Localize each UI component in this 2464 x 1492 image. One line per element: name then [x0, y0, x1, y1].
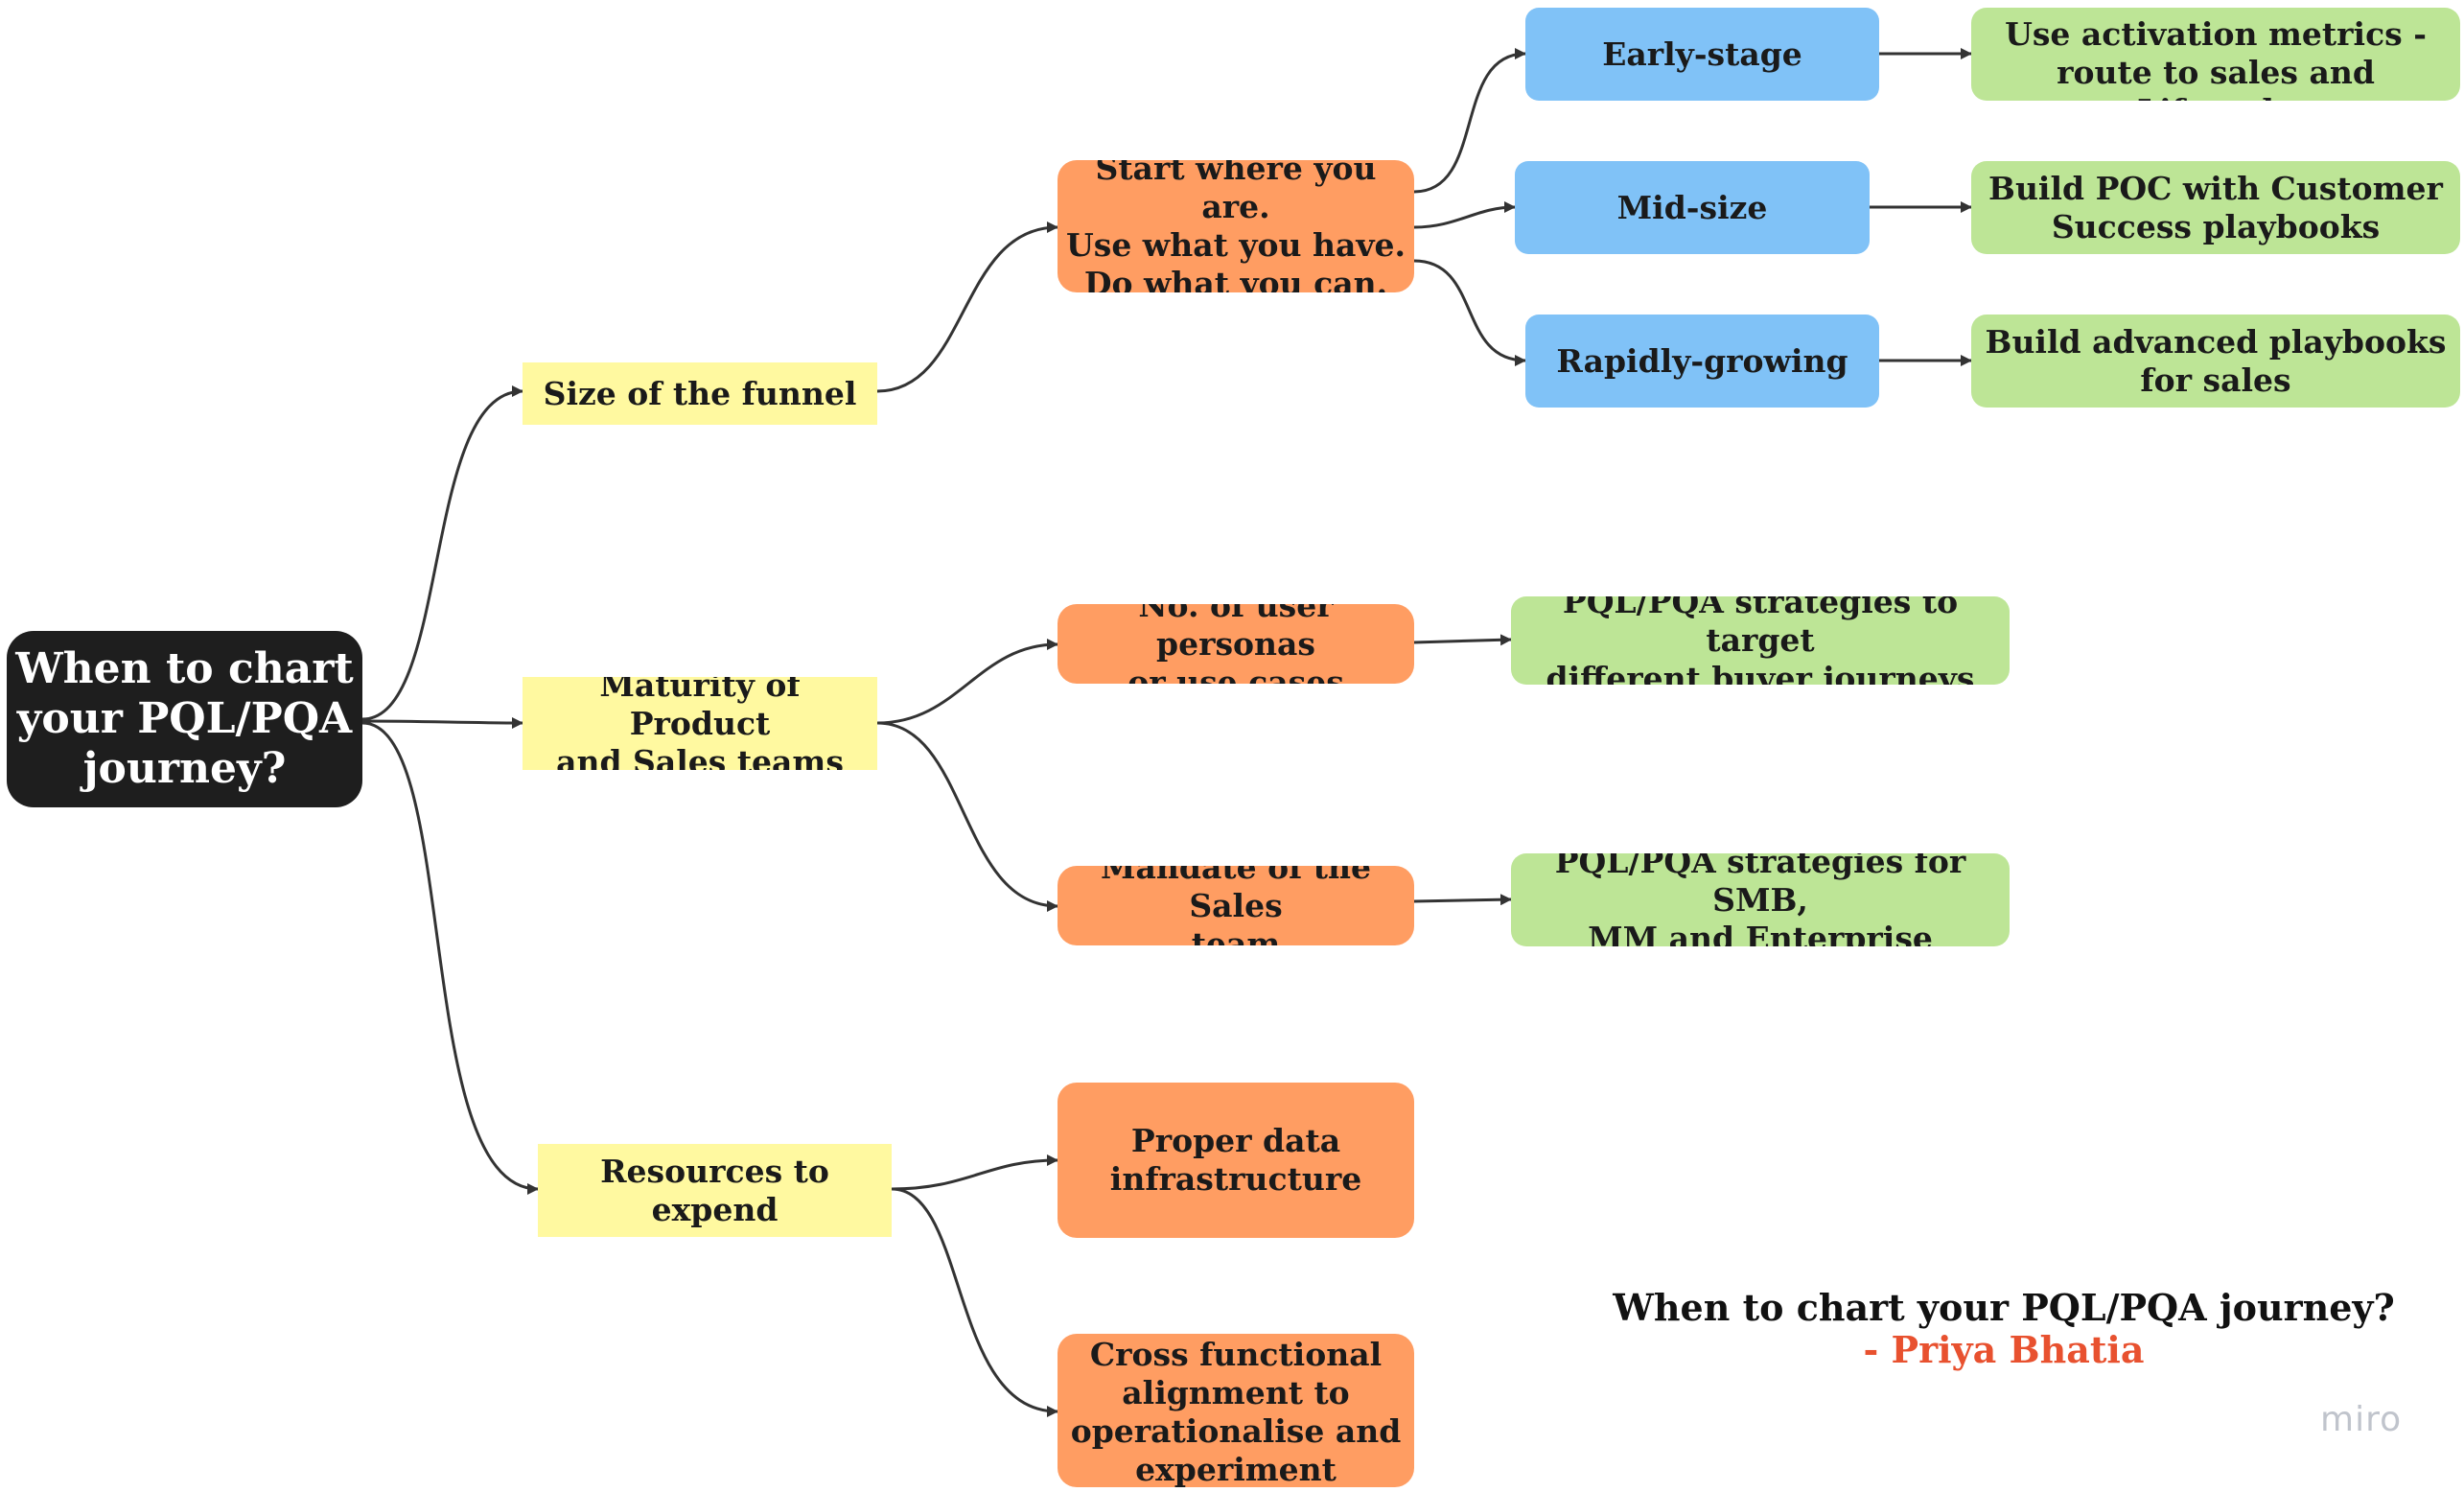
connector-maturity-mandate — [876, 721, 1058, 912]
miro-logo: miro — [2320, 1400, 2403, 1439]
connector-maturity-personas — [876, 639, 1058, 725]
sales-mandate-node: Mandate of the Sales team — [1058, 866, 1414, 945]
caption-author: - Priya Bhatia — [1863, 1328, 2145, 1371]
funnel-size-node: Size of the funnel — [523, 362, 877, 425]
caption: When to chart your PQL/PQA journey? - Pr… — [1592, 1287, 2416, 1371]
user-personas-node: No. of user personas or use cases — [1058, 604, 1414, 684]
connector-resources-datainfra — [891, 1154, 1058, 1191]
connector-root-maturity — [361, 716, 523, 729]
connector-mandate-outcome — [1413, 894, 1512, 906]
start-where-you-are-node: Start where you are. Use what you have. … — [1058, 160, 1414, 292]
cross-functional-alignment-node: Cross functional alignment to operationa… — [1058, 1334, 1414, 1487]
maturity-node: Maturity of Product and Sales teams — [523, 677, 877, 770]
rapidly-growing-node: Rapidly-growing — [1525, 315, 1879, 408]
rapidly-growing-outcome-node: Build advanced playbooks for sales — [1971, 315, 2460, 408]
root-node: When to chart your PQL/PQA journey? — [7, 631, 362, 807]
early-stage-outcome-node: Use activation metrics - route to sales … — [1971, 8, 2460, 101]
data-infrastructure-node: Proper data infrastructure — [1058, 1083, 1414, 1238]
resources-node: Resources to expend — [538, 1144, 892, 1237]
mid-size-node: Mid-size — [1515, 161, 1870, 254]
connector-resources-alignment — [891, 1187, 1058, 1417]
connector-personas-outcome — [1413, 634, 1512, 646]
connector-start-rapid — [1413, 259, 1526, 366]
mandate-outcome-node: PQL/PQA strategies for SMB, MM and Enter… — [1511, 853, 2010, 946]
early-stage-node: Early-stage — [1525, 8, 1879, 101]
connector-start-mid — [1413, 201, 1516, 229]
connector-funnel-start — [876, 221, 1058, 393]
connector-start-early — [1413, 48, 1526, 194]
personas-outcome-node: PQL/PQA strategies to target different b… — [1511, 596, 2010, 685]
connector-root-resources — [361, 721, 539, 1195]
mid-size-outcome-node: Build POC with Customer Success playbook… — [1971, 161, 2460, 254]
caption-title: When to chart your PQL/PQA journey? — [1613, 1286, 2395, 1329]
connector-root-funnel — [361, 385, 523, 721]
